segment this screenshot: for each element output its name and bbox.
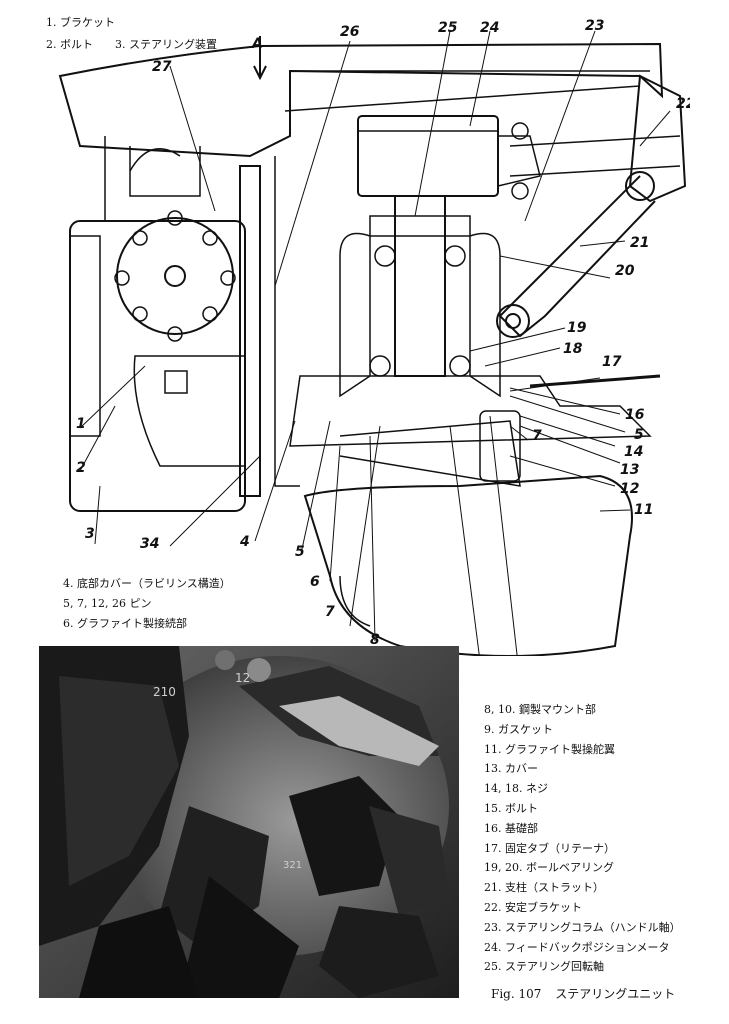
flange-disc (116, 217, 234, 335)
ball-bearing (374, 245, 396, 267)
figure-title: ステアリングユニット (555, 987, 676, 1001)
legend-item: 16. 基礎部 (484, 821, 538, 835)
callout-25: 25 (438, 20, 458, 36)
legend-item: 25. ステアリング回転軸 (484, 960, 604, 974)
callout-5: 5 (295, 544, 305, 560)
callout-3: 3 (85, 526, 95, 542)
legend-item: 5, 7, 12, 26 ピン (63, 597, 152, 610)
steel-mount (479, 410, 521, 482)
legend-item: 22. 安定ブラケット (484, 900, 582, 914)
legend-item: 19, 20. ボールベアリング (484, 861, 614, 875)
callout-7b: 7 (532, 428, 542, 444)
legend-item: 11. グラファイト製操舵翼 (484, 742, 615, 756)
callout-23: 23 (585, 18, 604, 34)
legend-item: 8, 10. 鋼製マウント部 (484, 703, 596, 716)
legend-item: 15. ボルト (484, 801, 538, 815)
legend-item: 4. 底部カバー（ラビリンス構造） (63, 577, 231, 590)
rotation-shaft (394, 195, 446, 377)
callout-19: 19 (567, 320, 587, 336)
callout-8: 8 (370, 632, 380, 648)
legend-item: 17. 固定タブ（リテーナ） (484, 841, 615, 855)
callout-12: 12 (620, 481, 639, 497)
figure-number: Fig. 107 (491, 987, 542, 1001)
callout-1: 1 (76, 416, 86, 432)
callout-20: 20 (615, 263, 635, 279)
legend-item: 2. ボルト 3. ステアリング装置 (46, 38, 217, 51)
photo-mark: 321 (283, 860, 302, 871)
callout-2: 2 (76, 460, 86, 476)
callout-13: 13 (620, 462, 639, 478)
callout-7: 7 (325, 604, 335, 620)
photo-image: 210 12 321 (39, 646, 459, 998)
rudder-blade (303, 474, 633, 656)
legend-mid: 4. 底部カバー（ラビリンス構造） 5, 7, 12, 26 ピン 6. グラフ… (63, 577, 231, 630)
stabilizer-bracket (628, 74, 687, 203)
gear-housing (69, 220, 246, 512)
legend-item: 14, 18. ネジ (484, 782, 548, 796)
callout-14: 14 (624, 444, 643, 460)
callout-24: 24 (480, 20, 499, 36)
retainer-tab (529, 374, 661, 388)
legend-item: 1. ブラケット (46, 16, 115, 29)
legend-item: 6. グラファイト製接続部 (63, 617, 187, 630)
callout-5b: 5 (634, 427, 644, 443)
callout-17: 17 (602, 354, 622, 370)
base-section (289, 375, 652, 447)
legend-item: 24. フィードバックポジションメータ (484, 940, 670, 954)
callout-27: 27 (152, 59, 172, 75)
callout-26: 26 (340, 24, 360, 40)
callout-6: 6 (310, 574, 320, 590)
steering-column (509, 135, 681, 177)
strut (498, 175, 656, 338)
legend-item: 9. ガスケット (484, 722, 553, 736)
view-arrow (253, 36, 267, 81)
callout-view-marker: A (251, 36, 263, 52)
callout-4: 4 (239, 534, 250, 550)
feedback-meter (357, 115, 499, 197)
legend-item: 21. 支柱（ストラット） (484, 881, 604, 895)
photo-mark: 210 (153, 685, 176, 699)
legend-top: 1. ブラケット 2. ボルト 3. ステアリング装置 (46, 16, 217, 51)
steering-unit-drawing: A 27 26 25 24 23 22 21 20 19 18 17 16 5 … (58, 18, 690, 656)
legend-item: 23. ステアリングコラム（ハンドル軸） (484, 920, 681, 934)
legend-item: 13. カバー (484, 762, 538, 776)
bracket (133, 355, 246, 467)
upper-housing (58, 42, 664, 158)
callout-11: 11 (634, 502, 653, 518)
unit-photograph: 210 12 321 (39, 646, 459, 998)
callout-21: 21 (630, 235, 649, 251)
callout-34: 34 (140, 536, 159, 552)
callout-22: 22 (676, 96, 690, 112)
callout-16: 16 (625, 407, 645, 423)
legend-right: 8, 10. 鋼製マウント部 9. ガスケット 11. グラファイト製操舵翼 1… (484, 700, 724, 977)
photo-mark: 12 (235, 671, 250, 685)
figure-caption: Fig. 107 ステアリングユニット (491, 985, 675, 1002)
mount-plate (239, 165, 261, 497)
callout-18: 18 (563, 341, 583, 357)
